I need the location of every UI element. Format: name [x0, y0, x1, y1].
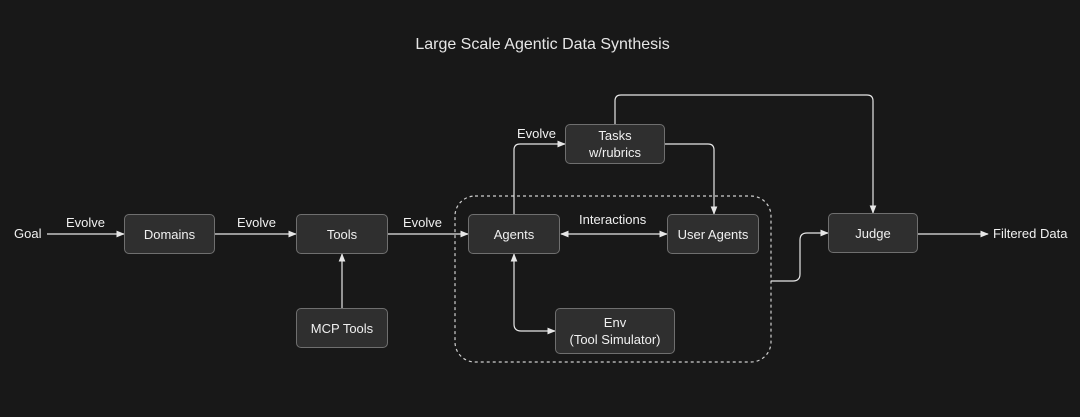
diagram-title: Large Scale Agentic Data Synthesis — [415, 36, 670, 53]
filtered-data-label: Filtered Data — [993, 226, 1068, 241]
domains-node: Domains — [124, 214, 215, 254]
edge-agents-env — [510, 253, 556, 335]
edge-agents-tasks — [513, 140, 566, 214]
agents-node: Agents — [468, 214, 560, 254]
env-node: Env (Tool Simulator) — [555, 308, 675, 354]
evolve-label-domains-tools: Evolve — [237, 215, 277, 230]
evolve-label-goal-domains: Evolve — [66, 215, 106, 230]
edge-tasks-useragents — [665, 143, 718, 215]
evolve-label-agents-tasks: Evolve — [517, 126, 557, 141]
judge-node: Judge — [828, 213, 918, 253]
user-agents-node: User Agents — [667, 214, 759, 254]
agent-group-boundary — [454, 195, 772, 363]
goal-label: Goal — [14, 226, 42, 241]
tasks-node: Tasks w/rubrics — [565, 124, 665, 164]
tools-node: Tools — [296, 214, 388, 254]
edge-group-judge — [771, 229, 829, 282]
evolve-label-tools-agents: Evolve — [403, 215, 443, 230]
interactions-label: Interactions — [579, 212, 647, 227]
edge-tasks-judge — [614, 94, 877, 214]
mcp-tools-node: MCP Tools — [296, 308, 388, 348]
